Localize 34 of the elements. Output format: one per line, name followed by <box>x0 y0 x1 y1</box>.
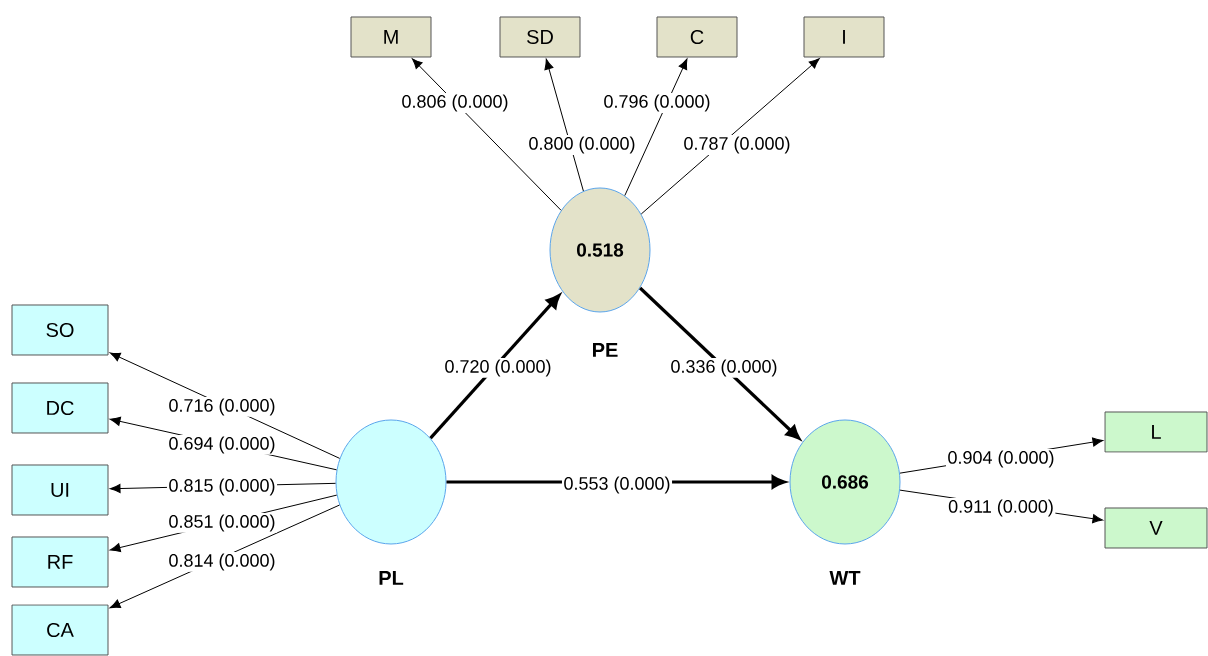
variable-label: PE <box>593 343 618 357</box>
edge-label: 0.553 (0.000) <box>561 475 673 495</box>
edge-label: 0.814 (0.000) <box>166 552 278 572</box>
edge-label: 0.716 (0.000) <box>166 397 278 417</box>
edge-label: 0.796 (0.000) <box>601 93 713 113</box>
edge-label: 0.815 (0.000) <box>166 477 278 497</box>
edge-label: 0.806 (0.000) <box>399 93 511 113</box>
variable-label: WT <box>829 571 861 585</box>
indicator-box: SO <box>11 304 109 356</box>
indicator-box: L <box>1104 411 1208 453</box>
edge-label: 0.851 (0.000) <box>166 513 278 533</box>
edge-label: 0.336 (0.000) <box>668 358 780 378</box>
indicator-box: RF <box>11 536 109 588</box>
arrow <box>544 58 584 192</box>
arrow <box>624 58 688 197</box>
arrow <box>429 294 561 440</box>
edge-label: 0.787 (0.000) <box>681 135 793 155</box>
edge-label: 0.720 (0.000) <box>442 358 554 378</box>
arrow <box>639 286 801 440</box>
edge-label: 0.904 (0.000) <box>945 449 1057 469</box>
indicator-box: DC <box>11 382 109 434</box>
indicator-box: M <box>350 16 432 58</box>
edge-label: 0.694 (0.000) <box>166 435 278 455</box>
indicator-box: V <box>1104 507 1208 549</box>
indicator-box: SD <box>499 16 581 58</box>
indicator-box: I <box>803 16 885 58</box>
indicator-box: UI <box>11 464 109 516</box>
indicator-box: CA <box>11 604 109 656</box>
indicator-box: C <box>656 16 738 58</box>
edge-label: 0.911 (0.000) <box>946 498 1056 518</box>
arrow <box>411 58 562 211</box>
variable-label: PL <box>379 571 404 585</box>
arrow <box>640 58 820 215</box>
edge-label: 0.800 (0.000) <box>526 135 638 155</box>
